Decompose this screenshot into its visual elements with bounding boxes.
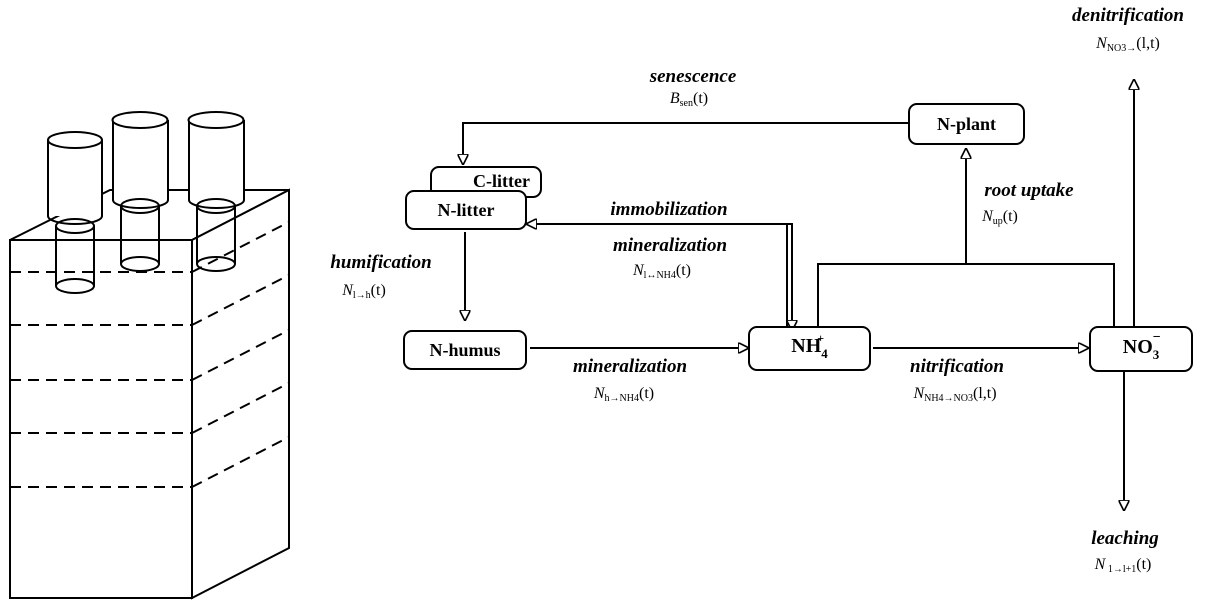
- denitrification-formula: NNO3→(l,t): [1096, 35, 1160, 54]
- soil-column-illustration: [9, 111, 290, 600]
- mineralization-litter-label: mineralization: [612, 235, 728, 256]
- senescence-arrow: [463, 122, 908, 164]
- plant-cylinder-2: [111, 111, 169, 209]
- leaching-formula: N 1→l+1(t): [1094, 556, 1152, 575]
- senescence-formula: Bsen(t): [669, 90, 709, 109]
- denitrification-label: denitrification: [1072, 5, 1184, 26]
- mineralization-litter-formula: Nl↔NH4(t): [632, 262, 692, 281]
- n-humus-node: N-humus: [403, 330, 527, 370]
- root-uptake-branch: [817, 263, 1115, 326]
- humification-label: humification: [330, 252, 432, 273]
- n-plant-node: N-plant: [908, 103, 1025, 145]
- senescence-label: senescence: [649, 66, 737, 87]
- humification-formula: Nl→h(t): [342, 282, 386, 301]
- nitrification-label: nitrification: [910, 356, 1004, 377]
- no3-node: NO3−: [1089, 326, 1193, 372]
- n-humus-label: N-humus: [429, 339, 501, 360]
- mineralization-humus-label: mineralization: [572, 356, 688, 377]
- root-cylinder-1: [55, 218, 95, 294]
- no3-label: NO3−: [1122, 329, 1161, 362]
- mineralization-litter-arrow: [745, 223, 792, 330]
- root-cylinder-3: [196, 198, 236, 272]
- plant-cylinder-3: [187, 111, 245, 209]
- root-uptake-formula: Nup(t): [982, 208, 1018, 227]
- n-plant-label: N-plant: [936, 113, 996, 134]
- nh4-node: NH4+: [748, 326, 871, 371]
- mineralization-humus-formula: Nh→NH4(t): [593, 385, 655, 404]
- n-litter-label: N-litter: [437, 199, 495, 220]
- root-cylinder-2: [120, 198, 160, 272]
- nh4-label: NH4+: [791, 331, 828, 361]
- n-litter-node: N-litter: [405, 190, 527, 230]
- plant-cylinder-1: [47, 131, 103, 225]
- immobilization-label: immobilization: [610, 199, 728, 220]
- soil-layer-lines: [10, 221, 290, 488]
- nitrification-formula: NNH4→NO3(l,t): [913, 385, 997, 404]
- leaching-label: leaching: [1091, 528, 1159, 549]
- c-litter-label: C-litter: [473, 171, 530, 191]
- root-uptake-label: root uptake: [984, 180, 1074, 201]
